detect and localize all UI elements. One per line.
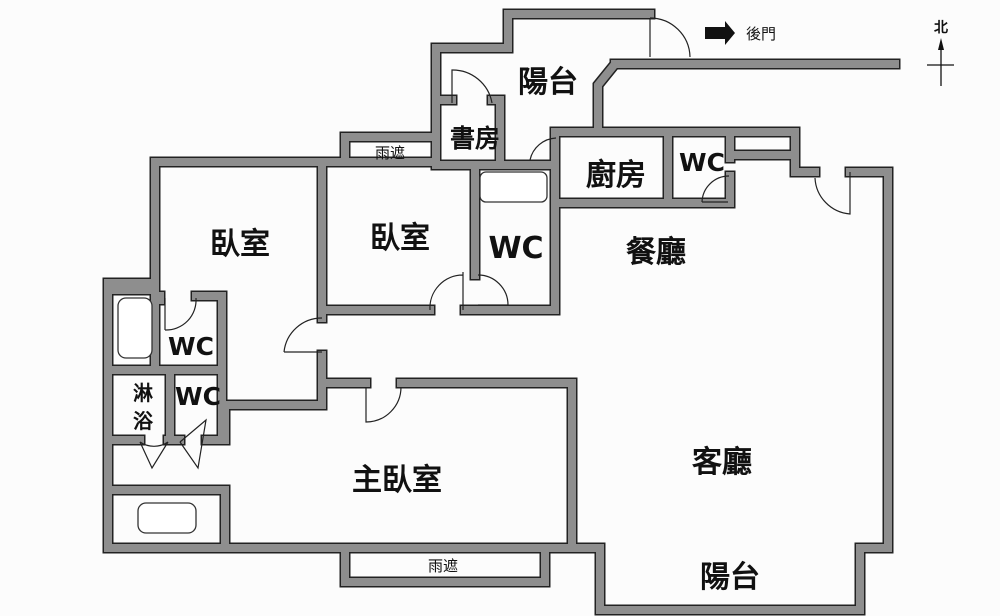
bedroom-mid-door[interactable] xyxy=(429,272,464,311)
label-back-door: 後門 xyxy=(746,25,776,43)
arrow-right-icon xyxy=(705,21,735,45)
wall-segment xyxy=(221,306,326,409)
bathtub-master xyxy=(137,502,197,534)
wall-segment xyxy=(551,172,734,207)
north-compass: 北 xyxy=(927,20,954,86)
wc-kitchen-door[interactable] xyxy=(701,175,730,203)
label-shower-2: 浴 xyxy=(133,409,154,433)
wall-segment xyxy=(106,286,159,372)
room-labels: 陽台 書房 雨遮 廚房 WC 臥室 臥室 WC 餐廳 WC 淋 浴 WC 主臥室… xyxy=(133,65,760,595)
wall-segment xyxy=(341,158,559,169)
label-wc-left-upper: WC xyxy=(168,332,214,361)
wc-left-lower-bifold-door[interactable] xyxy=(179,418,207,470)
back-door-swing[interactable] xyxy=(649,17,691,58)
label-wc-mid: WC xyxy=(488,231,543,266)
label-balcony-front: 陽台 xyxy=(700,560,760,595)
wall-segment xyxy=(104,401,229,444)
wall-segment xyxy=(104,486,229,552)
north-arrow-icon xyxy=(938,38,944,50)
wall-segment xyxy=(596,544,864,614)
wall-segment xyxy=(844,166,894,554)
wall-segment xyxy=(594,60,654,136)
label-north: 北 xyxy=(934,20,948,36)
wall-segment xyxy=(219,304,328,411)
bathtub-mid xyxy=(479,171,548,203)
wall-segment xyxy=(432,10,654,169)
label-wc-kitchen: WC xyxy=(679,148,725,177)
bathtub-left xyxy=(117,297,153,359)
wall-segment xyxy=(318,379,576,552)
back-door-indicator: 後門 xyxy=(705,21,776,45)
entrance-door[interactable] xyxy=(814,172,851,215)
label-living-room: 客廳 xyxy=(692,445,752,480)
wall-segment xyxy=(156,292,226,444)
shower-bifold-door[interactable] xyxy=(139,441,169,470)
doors xyxy=(139,17,851,470)
label-bedroom-mid: 臥室 xyxy=(370,221,430,256)
label-master-bedroom: 主臥室 xyxy=(352,463,442,498)
label-shower-1: 淋 xyxy=(133,381,153,405)
label-study: 書房 xyxy=(450,124,500,153)
label-dining: 餐廳 xyxy=(626,235,686,270)
label-wc-left-lower: WC xyxy=(175,382,221,411)
wall-segment xyxy=(432,96,504,169)
wall-segment xyxy=(104,133,604,552)
master-bedroom-door[interactable] xyxy=(365,386,402,423)
wall-segment xyxy=(551,128,819,176)
wc-mid-door[interactable] xyxy=(477,274,509,306)
wall-segment xyxy=(846,168,892,552)
wc-left-upper-door[interactable] xyxy=(164,297,197,331)
label-balcony-back: 陽台 xyxy=(518,65,578,100)
label-rain-shade-bottom: 雨遮 xyxy=(428,557,458,575)
label-kitchen: 廚房 xyxy=(586,158,646,193)
bedroom-left-door[interactable] xyxy=(283,317,323,353)
kitchen-door[interactable] xyxy=(529,137,557,161)
wall-segment xyxy=(341,544,549,586)
label-bedroom-left: 臥室 xyxy=(210,227,270,262)
study-door[interactable] xyxy=(451,69,493,104)
fixtures xyxy=(117,171,548,534)
walls xyxy=(102,8,901,616)
label-rain-shade-top: 雨遮 xyxy=(375,144,405,162)
